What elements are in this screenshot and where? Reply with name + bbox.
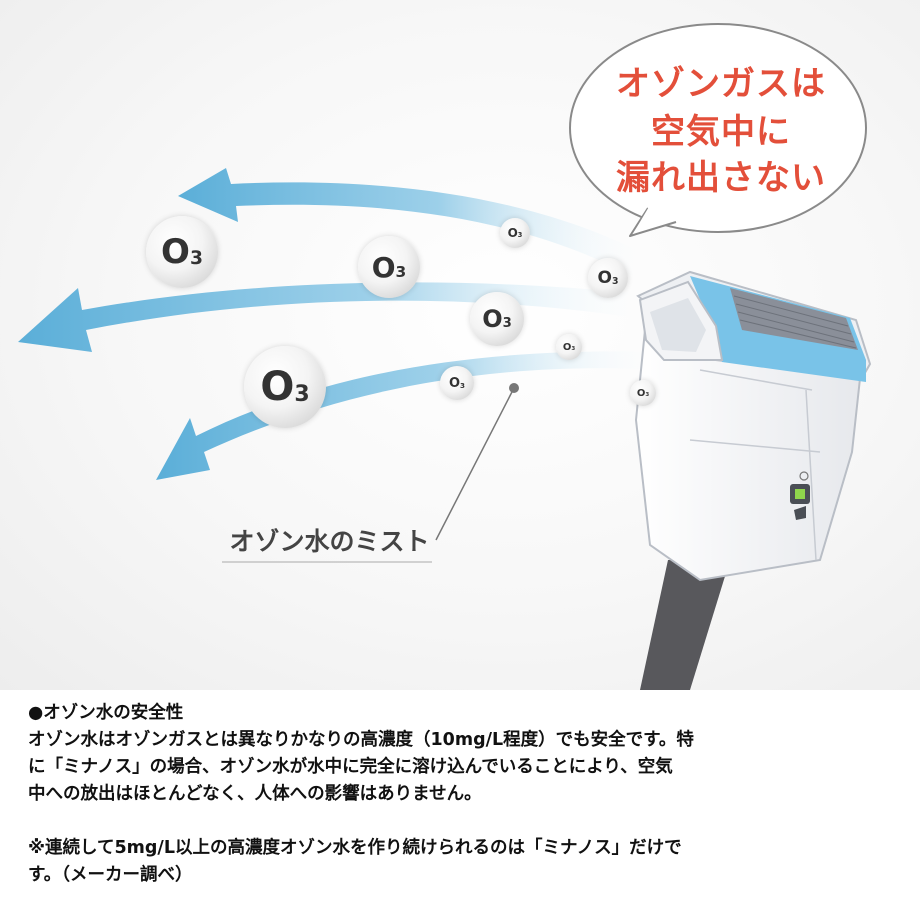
ozone-device [634, 270, 872, 690]
bubble-line-3: 漏れ出さない [616, 158, 826, 198]
note-line: す。（メーカー調べ） [28, 865, 193, 885]
illustration-graphics [18, 23, 872, 690]
bubble-line-1: オゾンガスは [616, 64, 826, 104]
note-line: ※連続して5mg/L以上の高濃度オゾン水を作り続けられるのは「ミナノス」だけで [28, 838, 682, 858]
mist-arrow-top [178, 168, 652, 280]
speech-bubble [569, 23, 867, 237]
body-line: 中への放出はほとんどなく、人体への影響はありません。 [28, 784, 482, 804]
section-heading: ●オゾン水の安全性 [28, 703, 184, 723]
bubble-line-2: 空気中に [651, 112, 791, 152]
body-line: オゾン水はオゾンガスとは異なりかなりの高濃度（10mg/L程度）でも安全です。特 [28, 730, 694, 750]
mist-arrow-bottom [156, 351, 665, 480]
device-pole [640, 560, 730, 690]
mist-pointer [222, 383, 519, 563]
mist-label: オゾン水のミスト [229, 527, 430, 556]
safety-description: ●オゾン水の安全性 オゾン水はオゾンガスとは異なりかなりの高濃度（10mg/L程… [28, 700, 898, 889]
mist-arrows [18, 168, 665, 480]
paragraph-gap [28, 808, 898, 835]
body-line: に「ミナノス」の場合、オゾン水が水中に完全に溶け込んでいることにより、空気 [28, 757, 673, 777]
